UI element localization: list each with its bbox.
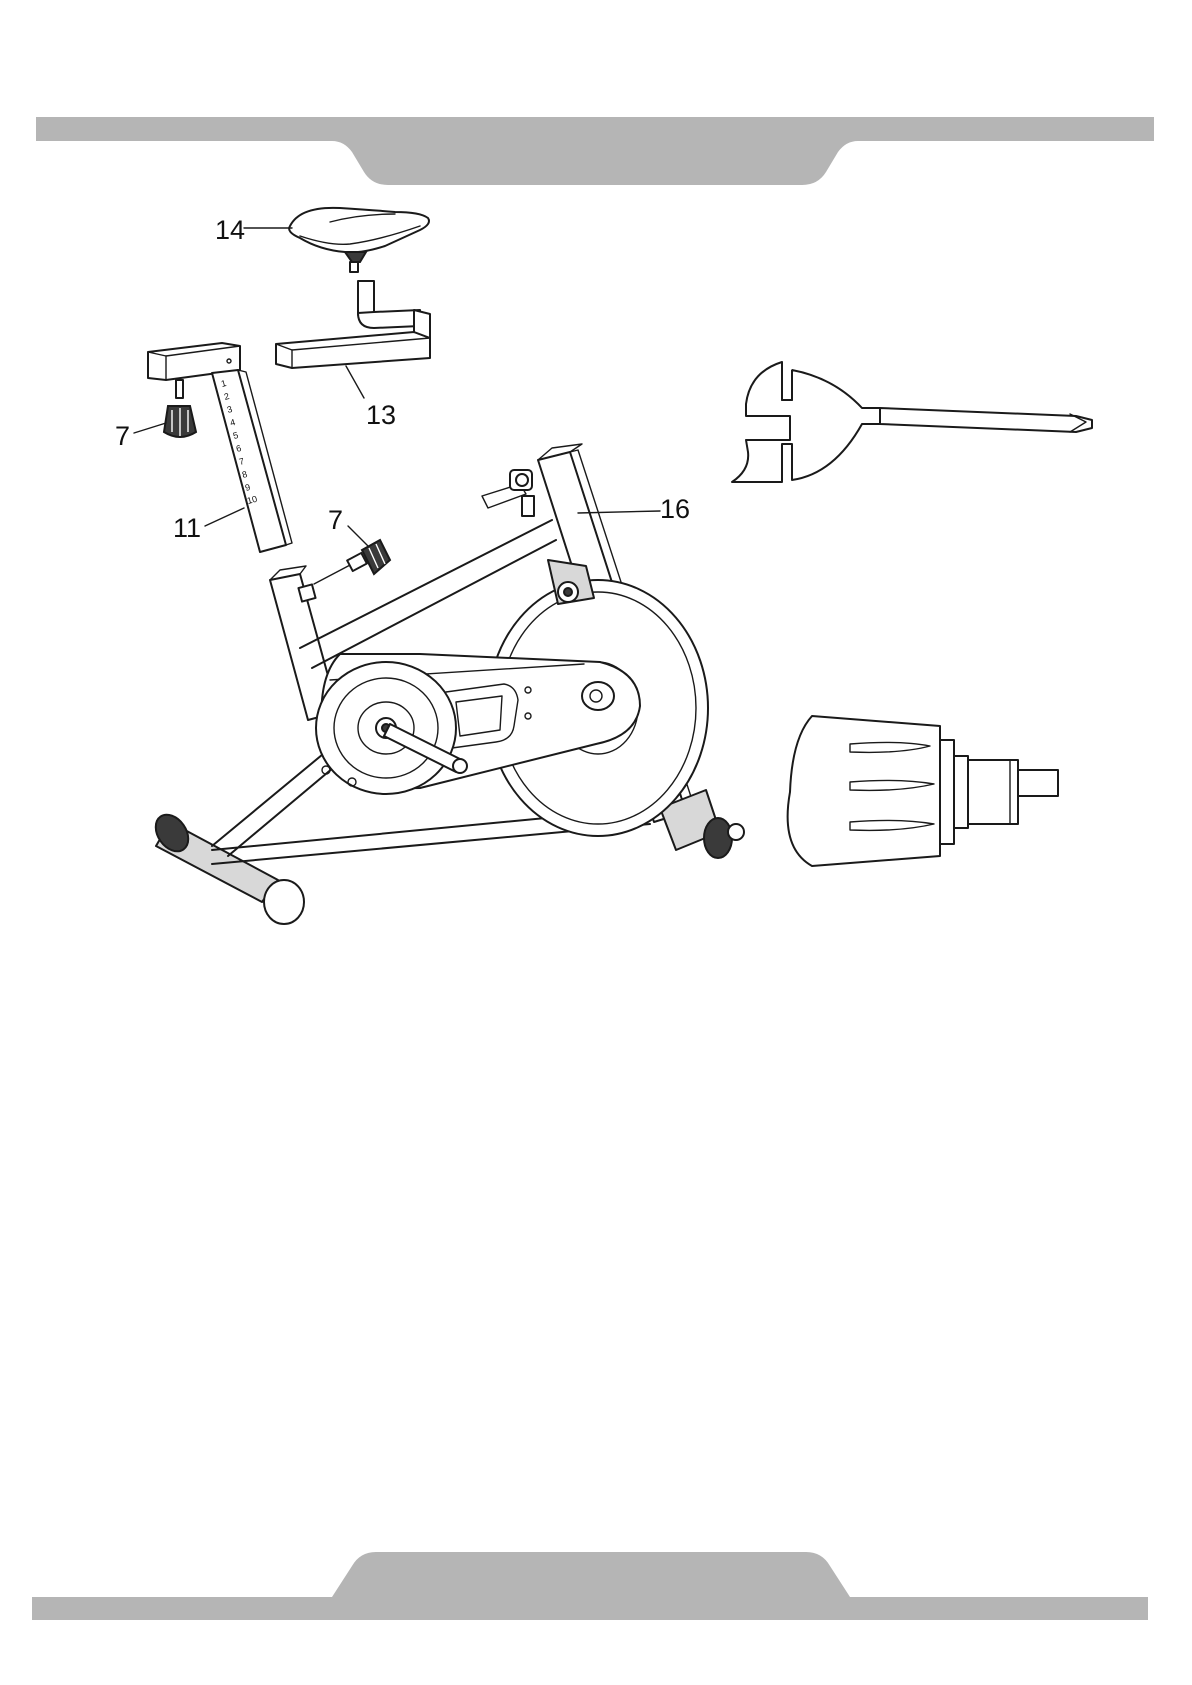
seat-slider-part	[276, 281, 430, 368]
adjustment-knob-frame	[314, 540, 390, 584]
callout-knob-frame: 7	[328, 505, 343, 535]
adjustment-knob-top	[164, 380, 196, 437]
callout-front-post: 16	[660, 494, 690, 524]
top-header-band	[36, 117, 1154, 185]
adjustment-knob-icon	[788, 716, 1058, 866]
callout-seat: 14	[215, 215, 245, 245]
callout-knob-top: 7	[115, 421, 130, 451]
callout-seat-post: 11	[173, 513, 201, 543]
seat-post-part	[148, 343, 292, 552]
wrench-screwdriver-icon	[732, 362, 1092, 482]
bottom-footer-band	[32, 1552, 1148, 1620]
seat-part	[289, 208, 429, 272]
handlebar-clamp	[482, 470, 534, 516]
callout-seat-slider: 13	[366, 400, 396, 430]
